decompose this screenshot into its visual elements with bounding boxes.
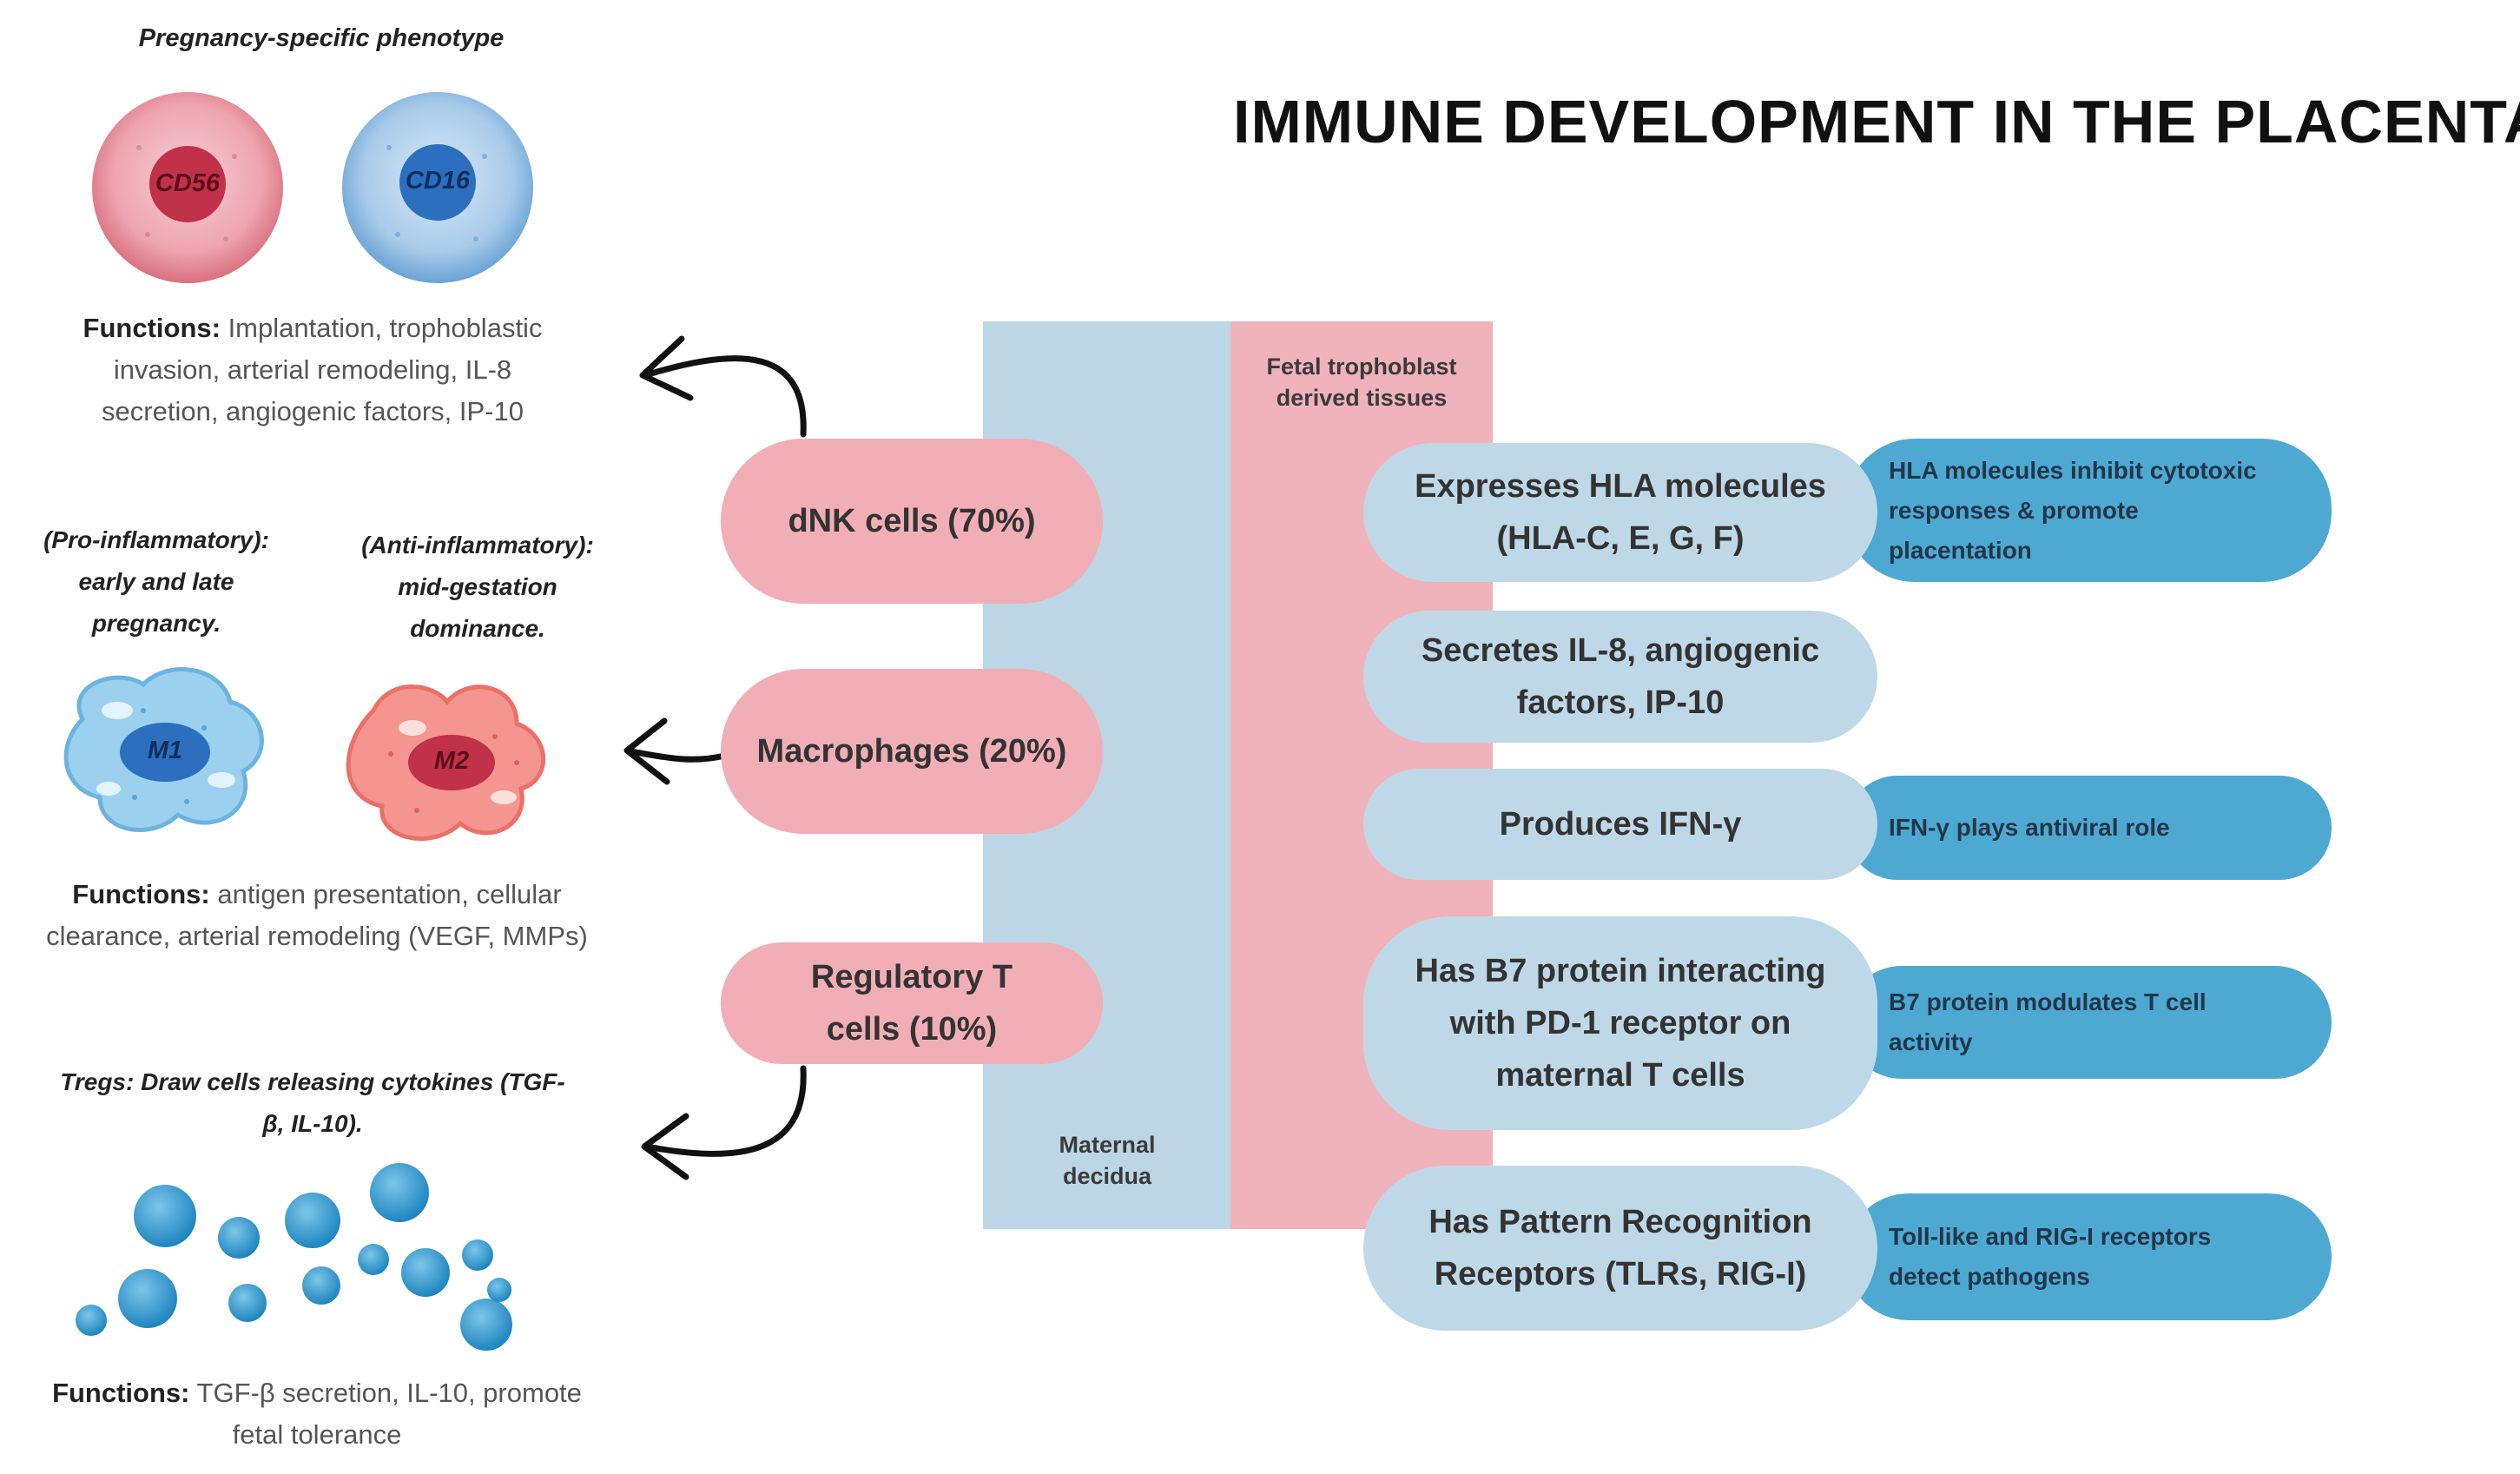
prr-note-pill: Toll-like and RIG-I receptors detect pat… [1845,1193,2332,1320]
macrophage-functions-text: antigen presentation, cellular clearance… [46,879,588,951]
m1-header: (Pro-inflammatory): early and late pregn… [43,526,269,637]
treg-functions-label: Functions: [52,1378,190,1408]
treg-functions-text: TGF-β secretion, IL-10, promote fetal to… [189,1378,582,1450]
b7-note-pill: B7 protein modulates T cell activity [1845,966,2332,1079]
treg-functions: Functions: TGF-β secretion, IL-10, promo… [35,1372,599,1456]
macrophage-functions: Functions: antigen presentation, cellula… [26,874,608,957]
dnk-header: Pregnancy-specific phenotype [138,24,505,52]
dnk-arrowhead-icon [639,335,694,401]
cd56-marker-label: CD56 [155,169,221,197]
fetal-column-label: Fetal trophoblast derived tissues [1266,354,1457,411]
b7-protein-pill: Has B7 protein interacting with PD-1 rec… [1363,916,1877,1130]
dnk-functions-label: Functions: [82,313,221,343]
hla-expression-pill: Expresses HLA molecules (HLA-C, E, G, F) [1363,443,1877,582]
hla-note-pill: HLA molecules inhibit cytotoxic response… [1845,439,2332,582]
cd16-cell-icon [342,92,533,283]
il8-secretion-pill: Secretes IL-8, angiogenic factors, IP-10 [1363,611,1877,743]
m2-header: (Anti-inflammatory): mid-gestation domin… [361,532,594,642]
cytokine-cells-icon [76,1163,512,1351]
regulatory-t-cells-pill: Regulatory T cells (10%) [721,942,1103,1064]
cd16-marker-label: CD16 [405,167,471,195]
cd56-cell-icon [92,92,283,283]
macrophage-arrowhead-icon [623,717,670,785]
treg-arrowhead-icon [641,1113,689,1180]
m2-marker-label: M2 [433,747,470,775]
ifn-gamma-pill: Produces IFN-γ [1363,769,1877,880]
m2-macrophage-icon [346,684,546,841]
treg-arrow-icon [643,1065,807,1157]
macrophage-arrow-icon [626,748,729,763]
dnk-arrow-icon [648,355,807,438]
ifn-note-pill: IFN-γ plays antiviral role [1845,776,2332,880]
m1-marker-label: M1 [147,737,183,764]
m1-macrophage-icon [63,667,264,832]
prr-pill: Has Pattern Recognition Receptors (TLRs,… [1363,1166,1877,1331]
maternal-column-label: Maternal decidua [1059,1132,1156,1189]
macrophage-functions-label: Functions: [72,879,210,909]
dnk-functions-text: Implantation, trophoblastic invasion, ar… [102,313,543,426]
dnk-cells-pill: dNK cells (70%) [721,439,1103,604]
treg-header: Tregs: Draw cells releasing cytokines (T… [60,1068,565,1137]
macrophages-pill: Macrophages (20%) [721,669,1103,834]
dnk-functions: Functions: Implantation, trophoblastic i… [52,307,573,433]
page-title: IMMUNE DEVELOPMENT IN THE PLACENTA [1233,88,2520,155]
